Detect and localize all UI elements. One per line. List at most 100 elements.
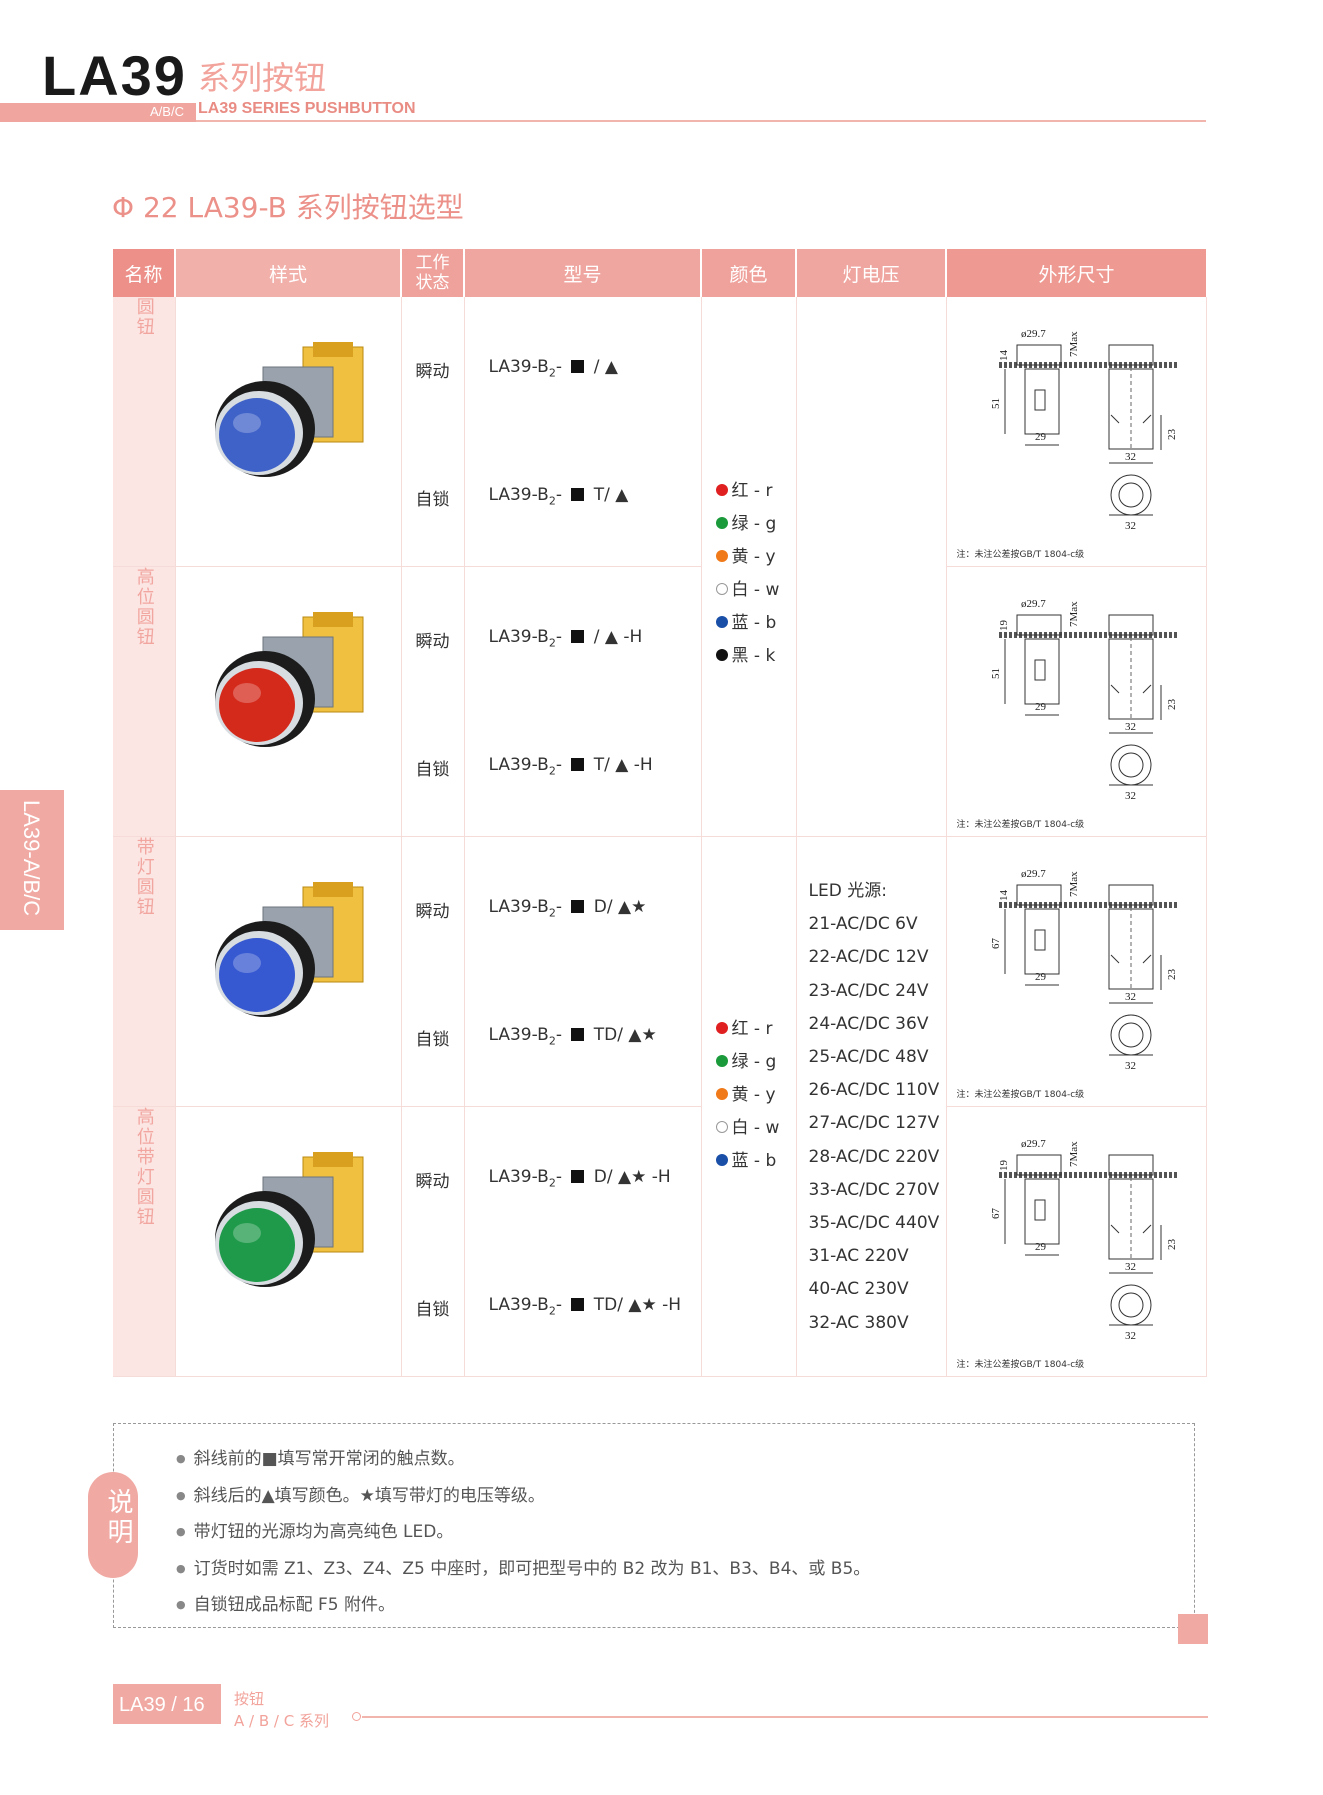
contact-square-icon (571, 488, 585, 501)
dim-w: 29 (1035, 1241, 1047, 1253)
contact-square-icon (571, 900, 585, 913)
header-state: 工作状态 (401, 249, 465, 297)
front-mark-r (1142, 414, 1151, 424)
state-latching: 自锁 (415, 1300, 450, 1320)
dim-h: 67 (990, 1208, 1002, 1220)
row-name-cell: 高位带灯圆钮 (113, 1106, 176, 1377)
model-prefix: LA39-B (488, 1167, 549, 1187)
dim-w2: 32 (1125, 1261, 1136, 1273)
model-dash: - (555, 485, 568, 505)
row-image-cell (175, 297, 402, 567)
side-clip (1034, 1199, 1045, 1221)
color-option: 白 - w (715, 1112, 779, 1145)
row-name: 带灯圆钮 (133, 837, 155, 917)
voltage-item: 24-AC/DC 36V (808, 1013, 929, 1034)
model-suffix: TD/ ▲★ -H (588, 1295, 682, 1315)
button-cap (219, 398, 295, 472)
dim-h2: 23 (1166, 969, 1178, 981)
voltage-item: 31-AC 220V (808, 1246, 909, 1267)
color-label: 红 - r (731, 1019, 773, 1039)
voltage-item: 25-AC/DC 48V (808, 1047, 929, 1068)
row-image-cell (175, 1106, 402, 1377)
model-suffix: T/ ▲ -H (588, 755, 653, 775)
row-state-cell: 瞬动自锁 (401, 1106, 465, 1377)
notes-list: 斜线前的■填写常开常闭的触点数。斜线后的▲填写颜色。★填写带灯的电压等级。带灯钮… (176, 1441, 871, 1624)
model-code: LA39-B2- / ▲ (489, 357, 618, 379)
dim-d: ø29.7 (1021, 328, 1046, 340)
header-dims: 外形尺寸 (946, 249, 1206, 297)
header-rule (196, 120, 1206, 122)
header-name: 名称 (113, 249, 176, 297)
model-prefix: LA39-B (488, 1025, 549, 1045)
model-dash: - (555, 1167, 568, 1187)
dim-w3: 32 (1125, 1060, 1136, 1072)
dim-note: 注：未注公差按GB/T 1804-c级 (956, 1090, 1085, 1100)
contact-square-icon (571, 360, 585, 373)
model-code: LA39-B2- D/ ▲★ (489, 897, 647, 919)
color-option: 绿 - g (715, 1046, 780, 1079)
top-inner (1118, 482, 1143, 508)
table-header-row: 名称 样式 工作状态 型号 颜色 灯电压 外形尺寸 (113, 249, 1206, 297)
color-label: 黄 - y (731, 1085, 776, 1105)
contact-square-icon (571, 1298, 585, 1311)
led-title: LED 光源: (808, 881, 887, 901)
voltage-item: 32-AC 380V (808, 1312, 909, 1333)
row-state-cell: 瞬动自锁 (401, 566, 465, 837)
dim-w2: 32 (1125, 451, 1136, 463)
note-item: 斜线后的▲填写颜色。★填写带灯的电压等级。 (176, 1478, 870, 1515)
button-highlight (233, 683, 261, 703)
notes-badge-label: 说明 (103, 1488, 133, 1548)
side-tab-label: LA39-A/B/C (19, 800, 44, 917)
state-momentary: 瞬动 (415, 362, 450, 382)
state-momentary: 瞬动 (415, 632, 450, 652)
model-sub: 2 (548, 906, 556, 920)
color-label: 蓝 - b (731, 1151, 777, 1171)
color-option: 白 - w (715, 574, 779, 607)
model-code: LA39-B2- TD/ ▲★ (489, 1025, 657, 1047)
row-name: 高位带灯圆钮 (133, 1107, 155, 1227)
contact-square-icon (571, 1170, 585, 1183)
model-dash: - (555, 1025, 568, 1045)
top-outline (1110, 474, 1151, 516)
model-sub: 2 (548, 1304, 556, 1318)
dim-h2: 23 (1166, 429, 1178, 441)
color-label: 黄 - y (731, 547, 776, 567)
front-mark-l (1110, 954, 1119, 964)
contact-square-icon (571, 630, 585, 643)
model-suffix: D/ ▲★ (588, 897, 647, 917)
header-bar (0, 103, 196, 122)
footer-cn: 按钮 (234, 1690, 265, 1708)
button-cap (219, 668, 295, 742)
row-image-cell (175, 566, 402, 837)
dim-max: 7Max (1068, 871, 1080, 897)
dim-note: 注：未注公差按GB/T 1804-c级 (956, 1360, 1085, 1370)
state-latching: 自锁 (415, 760, 450, 780)
color-dot-icon (715, 649, 728, 661)
footer-rule (362, 1716, 1208, 1718)
note-item: 自锁钮成品标配 F5 附件。 (176, 1587, 870, 1624)
dim-max: 7Max (1068, 1141, 1080, 1167)
voltage-item: 21-AC/DC 6V (808, 914, 918, 935)
model-dash: - (555, 357, 568, 377)
model-prefix: LA39-B (488, 897, 549, 917)
voltage-item: 35-AC/DC 440V (808, 1213, 940, 1234)
contact-top (313, 882, 353, 897)
side-body (1024, 908, 1059, 975)
notes-badge: 说明 (88, 1472, 138, 1578)
contact-square-icon (571, 758, 585, 771)
dim-h2: 23 (1166, 699, 1178, 711)
side-cap (1016, 1154, 1061, 1176)
model-dash: - (555, 755, 568, 775)
color-dot-icon (715, 616, 728, 628)
side-body (1024, 1178, 1059, 1245)
page-title-cn: 系列按钮 (198, 59, 327, 97)
header-style: 样式 (175, 249, 402, 297)
button-cap (219, 1208, 295, 1282)
header-model: 型号 (464, 249, 702, 297)
